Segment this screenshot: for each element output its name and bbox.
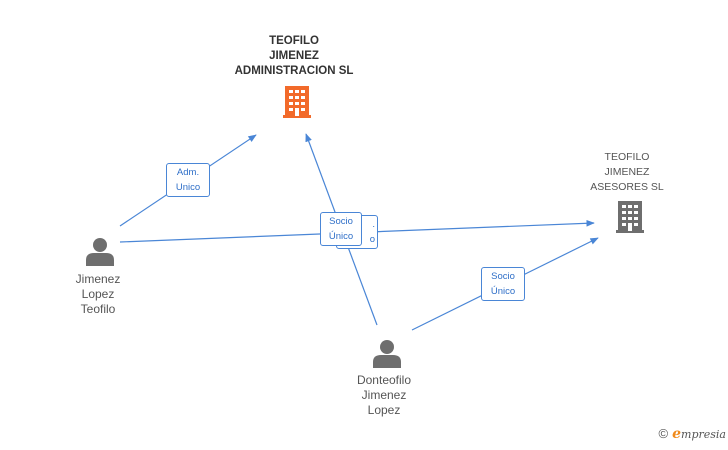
brand-initial: e xyxy=(672,426,682,442)
person-label-line: Jimenez xyxy=(75,272,121,286)
edge-label-line: Unico xyxy=(175,182,201,193)
building-icon[interactable] xyxy=(616,201,644,233)
company-label-line: ASESORES SL xyxy=(590,181,664,193)
edge-label-line: Único xyxy=(328,231,354,242)
edge-label-line: . xyxy=(372,219,375,230)
edge-label-socio-unico-right[interactable]: Socio Único xyxy=(481,267,525,301)
person-label-line: Lopez xyxy=(81,287,115,301)
brand-name: mpresia xyxy=(681,428,726,441)
edge-label-line: Socio xyxy=(491,271,515,282)
person-label-bottom[interactable]: Donteofilo Jimenez Lopez xyxy=(334,373,434,418)
person-label-left[interactable]: Jimenez Lopez Teofilo xyxy=(48,272,148,317)
company-label-line: JIMENEZ xyxy=(269,50,319,62)
edge-label-line: Único xyxy=(490,286,516,297)
person-label-line: Jimenez xyxy=(361,388,407,402)
company-label-main[interactable]: TEOFILO JIMENEZ ADMINISTRACION SL xyxy=(214,34,374,79)
person-icon[interactable] xyxy=(373,340,401,368)
person-icon[interactable] xyxy=(86,238,114,266)
edge-label-socio-unico-center[interactable]: Socio Único xyxy=(320,212,362,246)
edge-label-line: Adm. xyxy=(176,167,200,178)
person-label-line: Donteofilo xyxy=(356,373,412,387)
building-icon[interactable] xyxy=(283,86,311,118)
edge-label-line: Socio xyxy=(329,216,353,227)
company-label-line: JIMENEZ xyxy=(604,166,650,178)
footer-brand: ©empresia xyxy=(659,426,726,442)
company-label-line: TEOFILO xyxy=(604,151,650,163)
copyright-symbol: © xyxy=(658,426,669,441)
person-label-line: Lopez xyxy=(367,403,401,417)
person-label-line: Teofilo xyxy=(80,302,116,316)
company-label-line: TEOFILO xyxy=(269,35,319,47)
edge-label-adm-unico[interactable]: Adm. Unico xyxy=(166,163,210,197)
edge-label-line: o xyxy=(369,234,375,245)
company-label-second[interactable]: TEOFILO JIMENEZ ASESORES SL xyxy=(567,150,687,195)
company-label-line: ADMINISTRACION SL xyxy=(234,65,354,77)
